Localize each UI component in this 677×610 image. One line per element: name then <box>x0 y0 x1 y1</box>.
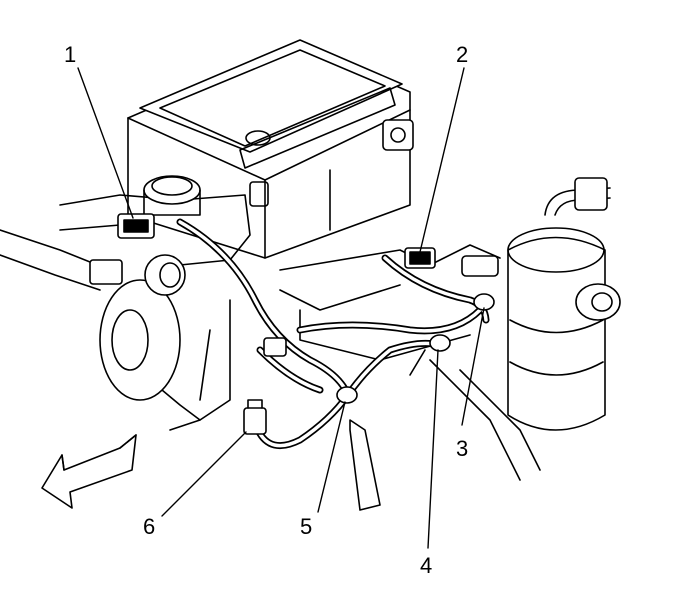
leader-lines <box>77 67 485 549</box>
clip-4 <box>409 334 451 376</box>
callout-1: 1 <box>64 42 77 67</box>
leader-line-1 <box>77 67 134 219</box>
accumulator <box>507 177 621 431</box>
connector-2 <box>404 247 499 277</box>
leader-line-5 <box>317 401 346 513</box>
leader-line-3 <box>461 307 485 426</box>
left-canister <box>99 254 186 401</box>
leader-line-2 <box>419 67 465 253</box>
reservoir-cap <box>143 175 201 216</box>
callout-4: 4 <box>420 553 433 578</box>
leader-line-4 <box>427 349 439 549</box>
front-arrow-icon <box>41 434 137 509</box>
battery <box>127 39 414 259</box>
leader-line-6 <box>161 431 247 517</box>
callout-2: 2 <box>456 42 469 67</box>
connector-1 <box>89 213 155 285</box>
sensor-6 <box>243 399 267 435</box>
clip-relay <box>263 337 287 357</box>
wiring-harness-inner <box>178 220 488 448</box>
callout-6: 6 <box>143 514 156 539</box>
callout-5: 5 <box>300 514 313 539</box>
callout-3: 3 <box>456 436 469 461</box>
clip-5 <box>336 386 381 511</box>
